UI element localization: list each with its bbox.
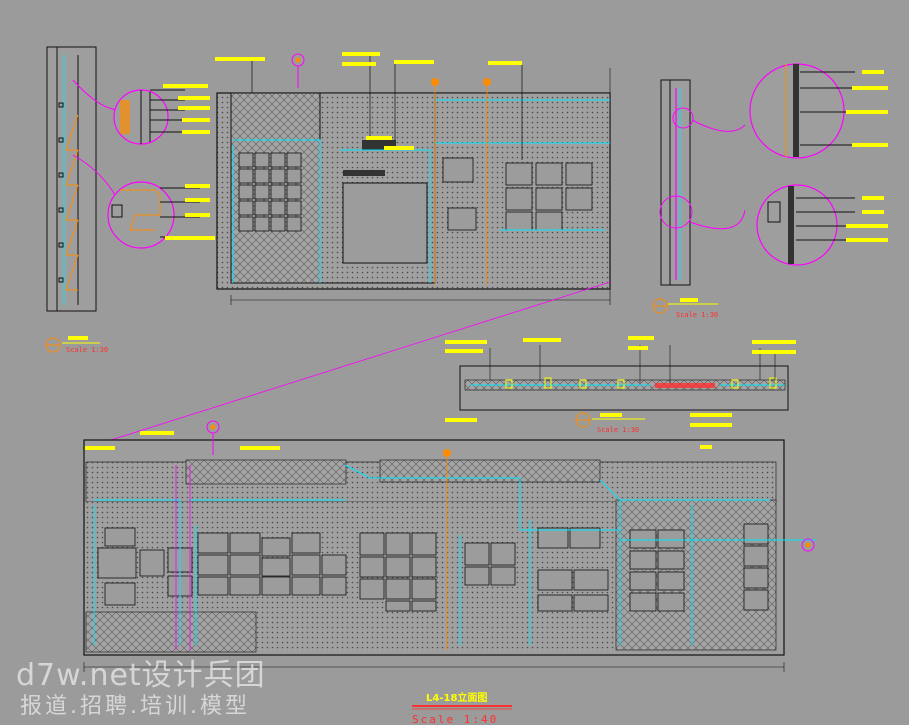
- watermark-line2: 报道.招聘.培训.模型: [20, 694, 250, 719]
- plan-strip-view: Scale 1:30: [445, 336, 796, 434]
- detail-circle-2: [107, 181, 215, 249]
- main-title: L4-18立面图: [426, 691, 487, 704]
- main-scale: Scale 1:40: [412, 713, 498, 725]
- scale-label-right: Scale 1:30: [676, 311, 718, 319]
- top-elevation: [215, 52, 611, 305]
- watermark-line1: d7w.net设计兵团: [16, 658, 266, 693]
- scale-label-left: Scale 1:30: [66, 346, 108, 354]
- leader-line: [91, 281, 611, 447]
- right-section-view: [659, 63, 888, 286]
- main-title-block: L4-18立面图 Scale 1:40: [412, 691, 512, 725]
- section-marker-right: Scale 1:30: [652, 298, 718, 319]
- section-marker-left: Scale 1:30: [45, 336, 108, 354]
- scale-label-plan: Scale 1:30: [597, 426, 639, 434]
- main-elevation: [83, 420, 816, 672]
- left-section-view: [46, 46, 121, 312]
- detail-circle-1: [113, 84, 210, 145]
